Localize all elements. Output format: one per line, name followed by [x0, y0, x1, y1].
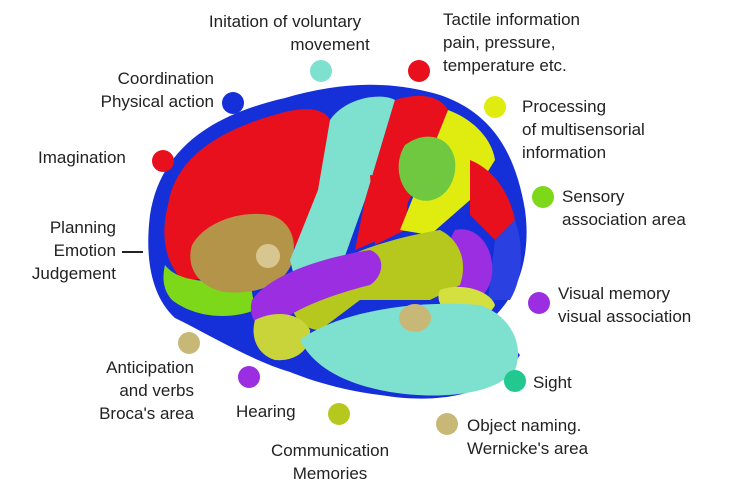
- label-communication-line-1: Communication: [252, 439, 408, 462]
- label-communication: Communication Memories: [252, 439, 408, 485]
- label-processing-line-3: information: [522, 141, 645, 164]
- label-visual-line-1: Visual memory: [558, 282, 691, 305]
- label-anticipation-line-1: Anticipation: [60, 356, 194, 379]
- label-processing-line-1: Processing: [522, 95, 645, 118]
- imagination-dot: [152, 150, 174, 172]
- label-anticipation-line-2: and verbs: [60, 379, 194, 402]
- broca-area: [256, 244, 280, 268]
- object-dot: [436, 413, 458, 435]
- anticipation-dot: [178, 332, 200, 354]
- label-planning-line-2: Emotion: [8, 239, 116, 262]
- label-planning-line-3: Judgement: [8, 262, 116, 285]
- initiation-dot: [310, 60, 332, 82]
- label-imagination-line-1: Imagination: [38, 146, 126, 169]
- label-coordination-line-2: Physical action: [76, 90, 214, 113]
- label-hearing: Hearing: [236, 400, 296, 423]
- label-initiation-line-1: Initation of voluntary: [200, 10, 370, 33]
- sensory-dot: [532, 186, 554, 208]
- label-visual-line-2: visual association: [558, 305, 691, 328]
- visual-dot: [528, 292, 550, 314]
- label-object-line-2: Wernicke's area: [467, 437, 588, 460]
- label-sensory-line-2: association area: [562, 208, 686, 231]
- label-coordination-line-1: Coordination: [76, 67, 214, 90]
- sight-dot: [504, 370, 526, 392]
- label-sight-line-1: Sight: [533, 371, 572, 394]
- label-sight: Sight: [533, 371, 572, 394]
- hearing-dot: [238, 366, 260, 388]
- label-tactile-line-1: Tactile information: [443, 8, 580, 31]
- label-object-line-1: Object naming.: [467, 414, 588, 437]
- processing-dot: [484, 96, 506, 118]
- label-visual: Visual memory visual association: [558, 282, 691, 328]
- label-initiation-line-2: movement: [200, 33, 370, 56]
- coordination-dot: [222, 92, 244, 114]
- label-processing-line-2: of multisensorial: [522, 118, 645, 141]
- label-communication-line-2: Memories: [252, 462, 408, 485]
- label-sensory: Sensory association area: [562, 185, 686, 231]
- label-tactile: Tactile information pain, pressure, temp…: [443, 8, 580, 77]
- tactile-dot: [408, 60, 430, 82]
- label-processing: Processing of multisensorial information: [522, 95, 645, 164]
- label-imagination: Imagination: [38, 146, 126, 169]
- label-planning-line-1: Planning: [8, 216, 116, 239]
- label-tactile-line-3: temperature etc.: [443, 54, 580, 77]
- label-hearing-line-1: Hearing: [236, 400, 296, 423]
- communication-dot: [328, 403, 350, 425]
- label-coordination: Coordination Physical action: [76, 67, 214, 113]
- label-tactile-line-2: pain, pressure,: [443, 31, 580, 54]
- label-initiation: Initation of voluntary movement: [200, 10, 370, 56]
- label-anticipation-line-3: Broca's area: [60, 402, 194, 425]
- label-planning: Planning Emotion Judgement: [8, 216, 116, 285]
- wernicke-area: [399, 304, 431, 332]
- label-object: Object naming. Wernicke's area: [467, 414, 588, 460]
- label-sensory-line-1: Sensory: [562, 185, 686, 208]
- label-anticipation: Anticipation and verbs Broca's area: [60, 356, 194, 425]
